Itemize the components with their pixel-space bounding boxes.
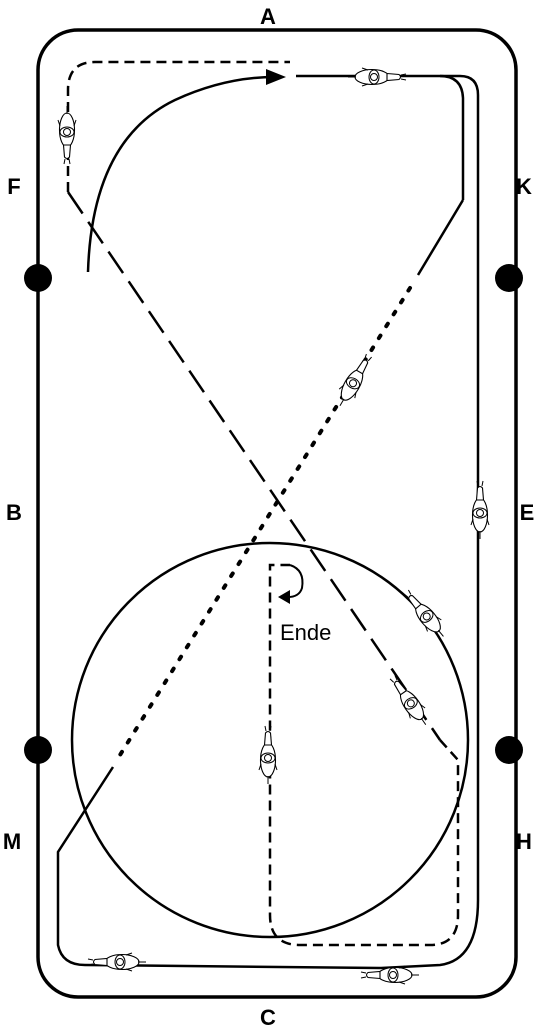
letter-b: B (6, 500, 22, 525)
arena-fence (36, 28, 518, 999)
track-diagonal-k-start (416, 199, 465, 276)
horse-rider-icon (347, 67, 407, 87)
letter-h: H (516, 829, 532, 854)
letter-m: M (3, 829, 21, 854)
horse-rider-icon (331, 350, 378, 411)
track-diagonal-dashed (66, 191, 442, 741)
horse-rider-icon (258, 725, 278, 785)
direction-arrow-icon (266, 69, 286, 85)
horse-rider-icon (384, 671, 434, 731)
horse-rider-icon (57, 105, 77, 165)
horse-rider-icon (398, 585, 451, 643)
end-label: Ende (280, 620, 331, 645)
track-circle (70, 541, 470, 939)
horse-rider-icon (470, 480, 490, 540)
marker-dot-h (495, 736, 523, 764)
letter-f: F (7, 174, 20, 199)
horse-rider-icon (87, 952, 147, 972)
track-return-dashed (268, 563, 460, 947)
letter-k: K (516, 174, 532, 199)
track-outer-right (296, 74, 480, 970)
track-top-left-dashed (66, 60, 290, 192)
track-diagonal-m-end (56, 766, 381, 970)
letter-c: C (260, 1005, 276, 1030)
letter-a: A (260, 4, 276, 29)
marker-dot-k-e (495, 264, 523, 292)
marker-dot-m (24, 736, 52, 764)
turn-arrow-icon (284, 564, 304, 599)
track-half-circle (86, 75, 276, 273)
turn-arrow-head (278, 590, 290, 604)
track-top-right-turn (439, 74, 465, 200)
marker-dot-f-b (24, 264, 52, 292)
letter-e: E (520, 500, 535, 525)
track-diagonal-dotted (118, 286, 412, 757)
